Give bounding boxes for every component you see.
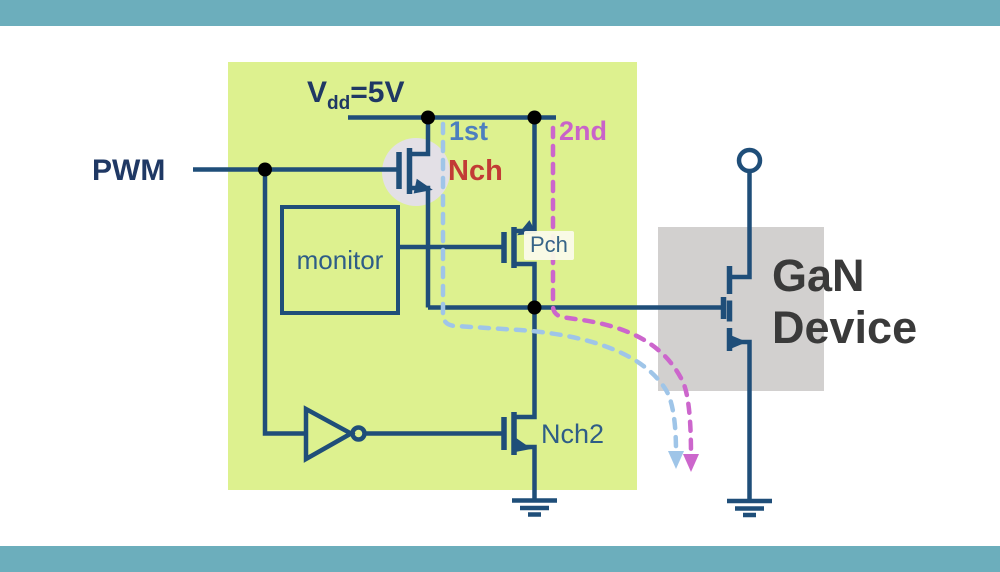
nch-highlight-circle xyxy=(382,138,450,206)
junction-dot xyxy=(258,162,272,177)
second-stage-label: 2nd xyxy=(559,116,608,146)
vdd-label: Vdd=5V xyxy=(307,76,405,114)
driver-ic-region xyxy=(228,62,637,490)
nch2-label: Nch2 xyxy=(541,419,605,449)
vdd-symbol: V xyxy=(307,76,328,109)
ground-icon-gan xyxy=(727,498,772,518)
pwm-branch-wire xyxy=(262,169,306,436)
pch-label: Pch xyxy=(524,231,574,260)
junction-dot xyxy=(527,110,542,125)
vdd-value: =5V xyxy=(350,76,405,109)
monitor-box xyxy=(280,205,400,315)
first-stage-label: 1st xyxy=(449,116,489,146)
junction-dot xyxy=(421,110,435,125)
nch2-transistor-icon xyxy=(501,307,537,500)
gan-device-label: GaN Device xyxy=(772,250,917,354)
first-path-dashed-arrow xyxy=(440,121,684,469)
gan-device-label-line1: GaN xyxy=(772,250,865,301)
vdd-subscript: dd xyxy=(327,93,351,114)
second-path-dashed-arrow xyxy=(550,125,699,472)
gan-device-label-line2: Device xyxy=(772,302,918,353)
drain-terminal-circle xyxy=(736,147,763,174)
top-accent-bar xyxy=(0,0,1000,26)
monitor-label: monitor xyxy=(296,244,384,275)
inverter-gate-icon xyxy=(303,405,504,463)
junction-dot xyxy=(527,300,542,315)
gan-transistor-icon xyxy=(720,147,763,501)
ground-icon-driver xyxy=(512,498,557,517)
nch-transistor-icon xyxy=(396,117,433,308)
bottom-accent-bar xyxy=(0,546,1000,572)
nch-label: Nch xyxy=(448,155,503,187)
pwm-label: PWM xyxy=(92,154,166,187)
